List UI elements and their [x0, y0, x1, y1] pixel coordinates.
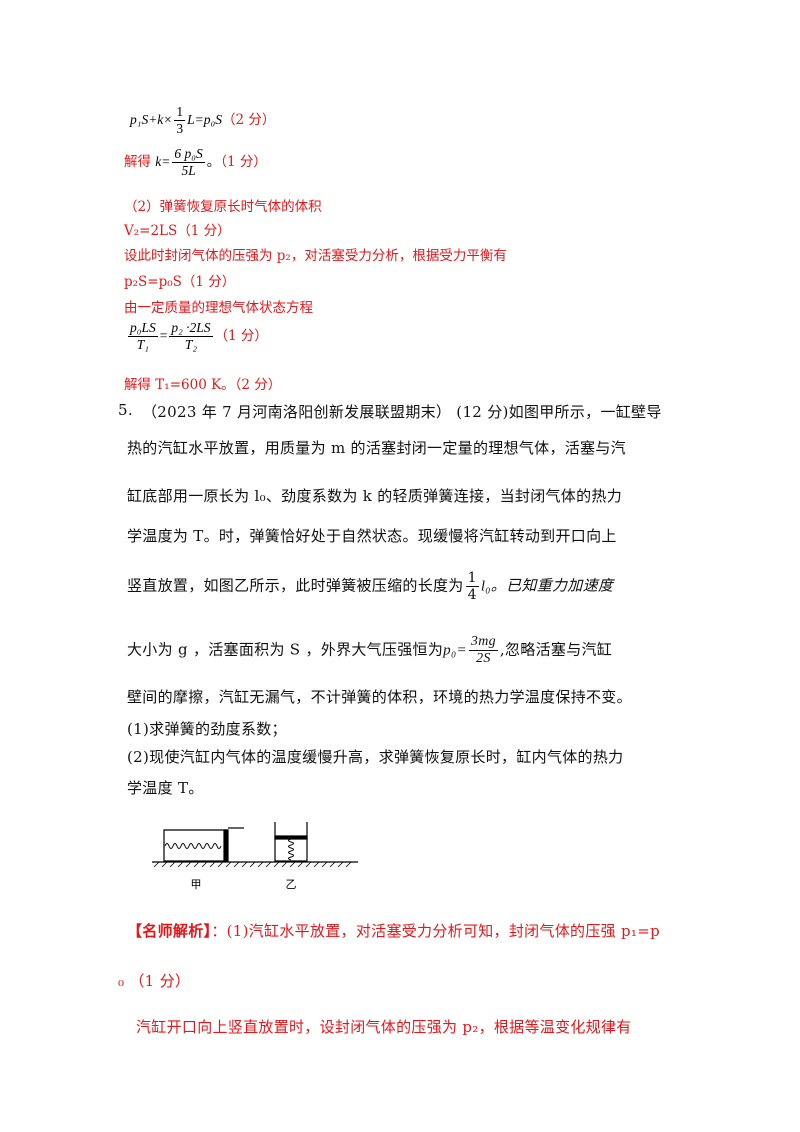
question-2-line-1: (2)现使汽缸内气体的温度缓慢升高，求弹簧恢复原长时，缸内气体的热力: [127, 748, 624, 766]
problem-line-2: 热的汽缸水平放置，用质量为 m 的活塞封闭一定量的理想气体，活塞与汽: [127, 439, 626, 457]
part2-title: （2）弹簧恢复原长时气体的体积: [124, 199, 322, 215]
horizontal-spring: [164, 843, 222, 849]
analysis-line-1: 【名师解析】：(1)汽缸水平放置，对活塞受力分析可知，封闭气体的压强 p₁=p: [127, 922, 661, 940]
cylinder-diagram: 甲 乙: [152, 822, 358, 891]
v2-equation: V₂=2LS（1 分）: [124, 223, 231, 239]
p2-intro: 设此时封闭气体的压强为 p₂，对活塞受力分析，根据受力平衡有: [124, 248, 507, 264]
problem-line-1: （2023 年 7 月河南洛阳创新发展联盟期末） (12 分)如图甲所示，一缸壁…: [142, 403, 662, 421]
problem-number: 5.: [118, 401, 133, 419]
t1-result: 解得 T₁=600 K。（2 分）: [124, 377, 282, 393]
analysis-line-2: ₀ （1 分）: [118, 972, 191, 990]
vertical-spring: [288, 838, 294, 861]
problem-line-4: 学温度为 T。时，弹簧恰好处于自然状态。现缓慢将汽缸转动到开口向上: [127, 527, 617, 545]
figure-label-jia: 甲: [191, 878, 202, 891]
question-2-line-2: 学温度 T。: [127, 779, 204, 797]
question-1: (1)求弹簧的劲度系数；: [127, 720, 287, 738]
horizontal-cylinder: [163, 827, 244, 862]
analysis-tag: 【名师解析】: [127, 922, 212, 940]
figure-label-yi: 乙: [286, 878, 297, 891]
cylinder-figure: 甲 乙: [150, 822, 360, 898]
state-equation-intro: 由一定质量的理想气体状态方程: [124, 300, 313, 316]
problem-line-7: 壁间的摩擦，汽缸无漏气，不计弹簧的体积，环境的热力学温度保持不变。: [127, 688, 632, 706]
problem-line-3: 缸底部用一原长为 l₀、劲度系数为 k 的轻质弹簧连接，当封闭气体的热力: [127, 487, 623, 505]
p2-equation: p₂S=p₀S（1 分）: [124, 274, 236, 290]
analysis-line-3: 汽缸开口向上竖直放置时，设封闭气体的压强为 p₂，根据等温变化规律有: [136, 1018, 632, 1036]
